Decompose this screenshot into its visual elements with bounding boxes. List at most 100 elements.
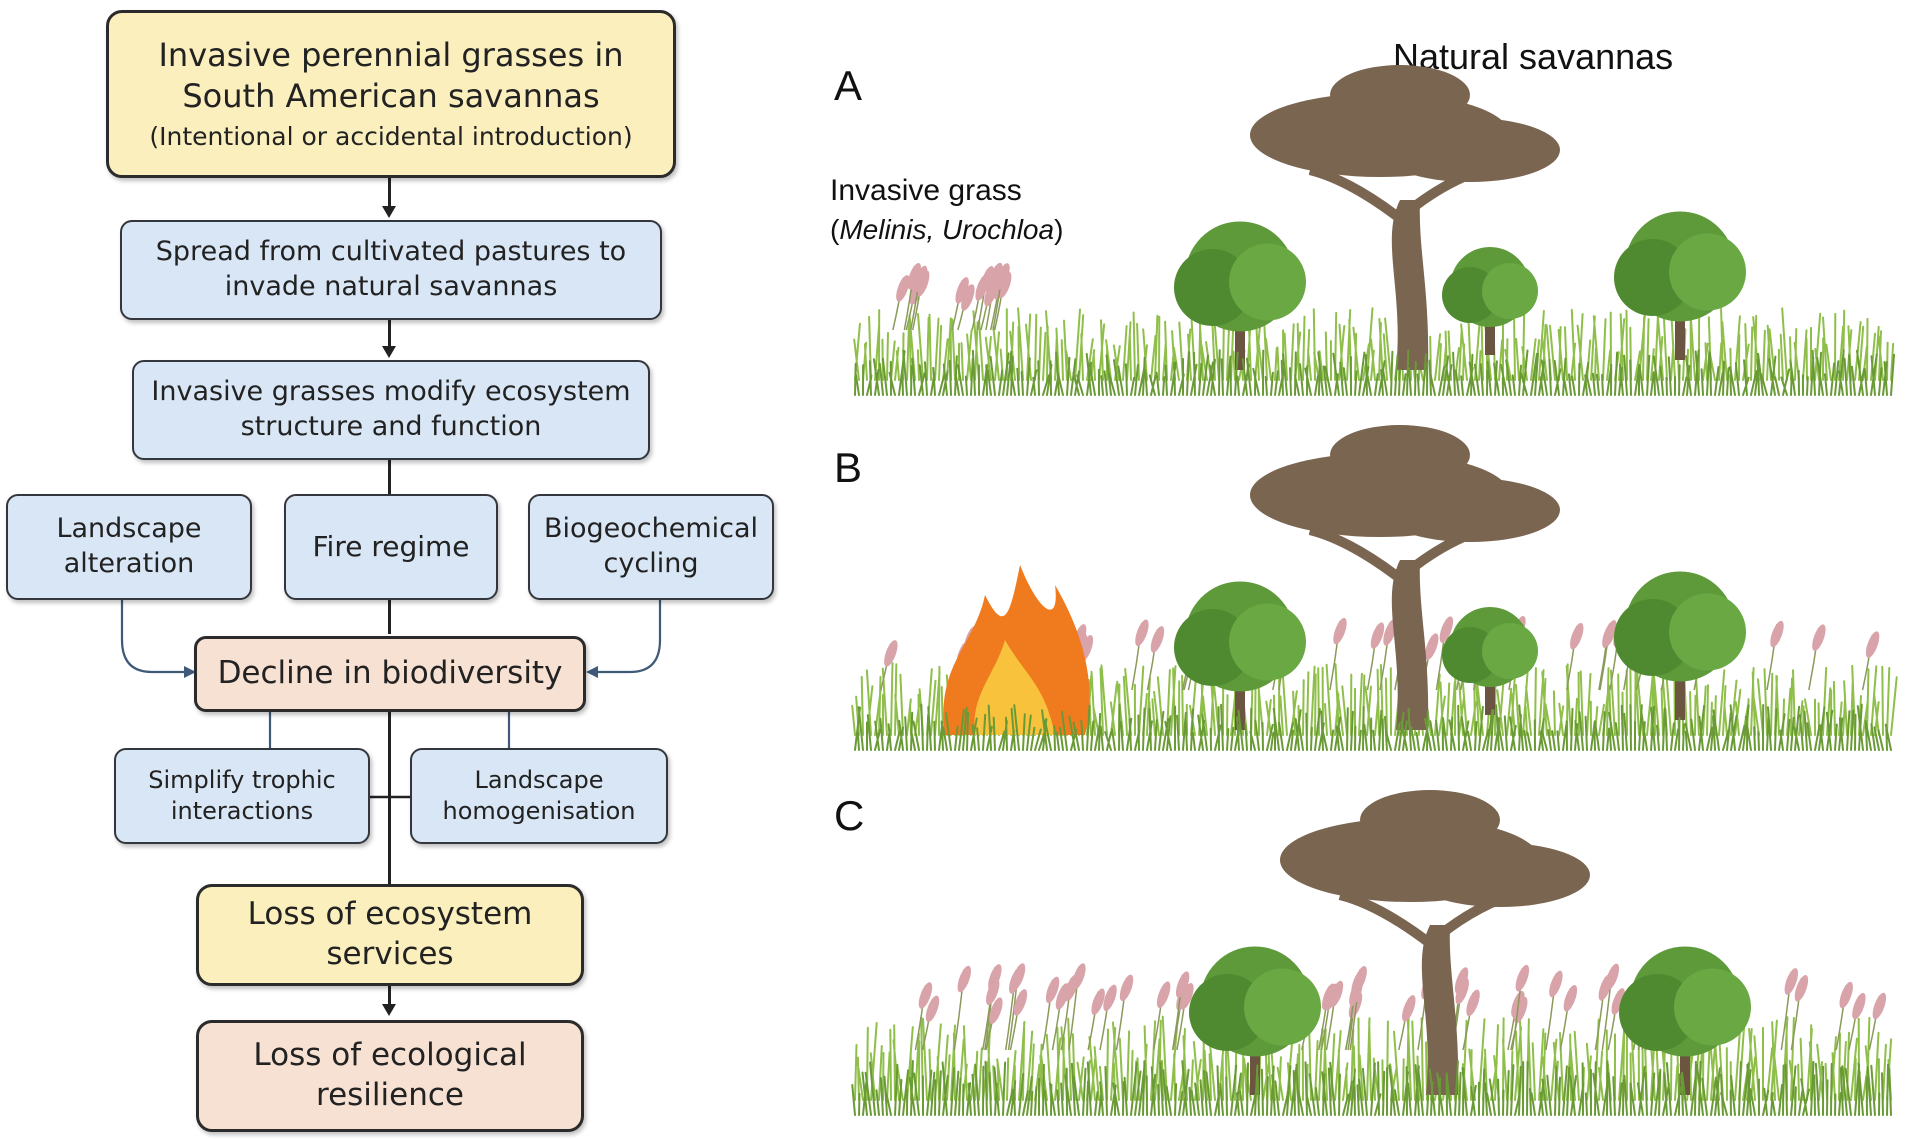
invasive-plume-a [907, 263, 922, 290]
homogenisation-line2: homogenisation [442, 797, 636, 825]
landscape-alteration-line2: alteration [63, 548, 195, 579]
invasive-plume-b [1865, 631, 1880, 658]
acacia-tree-b-canopy [1380, 478, 1560, 542]
invasive-plume-c [1045, 976, 1060, 1004]
acacia-tree-c-canopy [1410, 843, 1590, 907]
decline-label: Decline in biodiversity [217, 655, 563, 692]
decline-box: Decline in biodiversity [194, 636, 586, 712]
loss-resilience-box: Loss of ecological resilience [196, 1020, 584, 1132]
spread-box: Spread from cultivated pastures to invad… [120, 220, 662, 320]
arrowhead [382, 346, 396, 358]
acacia-tree-a-canopy [1380, 118, 1560, 182]
invasive-plume-b [1370, 622, 1385, 649]
biogeochemical-line2: cycling [603, 548, 699, 579]
invasive-plume-b [1570, 622, 1584, 650]
landscape-alteration-line1: Landscape [56, 513, 202, 545]
flowchart: Invasive perennial grasses in South Amer… [0, 0, 800, 1139]
acacia-tree-c-branch [1338, 890, 1436, 949]
invasive-plume-c [918, 982, 933, 1009]
spread-line2: invade natural savannas [224, 271, 558, 302]
small-tree-a3-canopy [1669, 233, 1746, 311]
grass-a-front [854, 349, 1895, 396]
invasive-plume-b [884, 640, 898, 667]
invasive-plume-a [913, 265, 928, 293]
invasive-species-label: (Melinis, Urochloa) [830, 214, 1063, 246]
invasive-plume-c [1008, 967, 1023, 994]
simplify-line2: interactions [170, 797, 314, 825]
grass-b-front [854, 703, 1892, 751]
small-tree-a2-canopy [1482, 263, 1538, 319]
invasive-plume-c [1455, 977, 1469, 1005]
invasive-plume-c [1794, 974, 1809, 1002]
biogeochemical-box: Biogeochemical cycling [528, 494, 774, 600]
spread-line1: Spread from cultivated pastures to [155, 236, 627, 268]
panel-b-label: B [834, 444, 863, 491]
fire-regime-label: Fire regime [312, 530, 470, 564]
biogeochemical-line1: Biogeochemical [543, 513, 759, 545]
invasive-species-open: ( [830, 214, 840, 245]
invasive-plume-c [1563, 985, 1578, 1012]
invasive-species-close: ) [1054, 214, 1064, 245]
small-tree-b1-canopy [1229, 603, 1306, 681]
invasive-plume-c [1402, 995, 1416, 1022]
homogenisation-box: Landscape homogenisation [410, 748, 668, 844]
acacia-tree-b-branch [1308, 525, 1406, 584]
small-tree-c2-canopy [1674, 968, 1751, 1046]
invasive-plume-c [1072, 963, 1086, 990]
invasive-plume-a [984, 279, 998, 307]
grass-a [853, 307, 1895, 381]
introduction-line3: (Intentional or accidental introduction) [149, 121, 633, 151]
acacia-tree-a-trunk [1391, 200, 1429, 370]
loss-resilience-line2: resilience [316, 1077, 464, 1113]
invasive-plume-b [1603, 620, 1617, 647]
invasive-plume-c [986, 978, 1000, 1006]
invasive-plume-a [975, 274, 989, 301]
acacia-tree-a-branch [1308, 165, 1406, 224]
invasive-plume-c [989, 997, 1003, 1024]
small-tree-c1-canopy [1244, 968, 1321, 1046]
simplify-line1: Simplify trophic [148, 766, 336, 795]
invasive-plume-c [1175, 971, 1190, 998]
invasive-species-names: Melinis, Urochloa [839, 214, 1055, 245]
invasive-plume-c [1103, 984, 1117, 1012]
invasive-plume-c [1329, 980, 1344, 1008]
invasive-plume-c [1611, 988, 1625, 1015]
savanna-scenes [851, 65, 1898, 1116]
invasive-plume-c [1091, 988, 1105, 1015]
invasive-plume-c [1852, 992, 1866, 1020]
connector-spread-modify [388, 318, 391, 348]
invasive-plume-c [1605, 963, 1620, 991]
invasive-plume-c [1872, 992, 1887, 1020]
savanna-illustration: Natural savannas A B C Invasive grass (M… [800, 0, 1908, 1139]
landscape-alteration-box: Landscape alteration [6, 494, 252, 600]
connector-side-arrows [120, 600, 662, 799]
invasive-plume-c [1466, 989, 1480, 1017]
connector-services-resilience [388, 986, 391, 1006]
invasive-plume-b [1770, 620, 1784, 648]
invasive-plume-c [1013, 989, 1028, 1016]
panel-a-label: A [834, 62, 863, 109]
invasive-plume-b [1425, 633, 1439, 660]
invasive-plume-c [1515, 964, 1530, 992]
invasive-plume-c [1784, 968, 1799, 995]
acacia-tree-a-canopy [1330, 65, 1470, 125]
panel-c-label: C [834, 792, 865, 839]
illustration-title: Natural savannas [1393, 36, 1674, 77]
introduction-line2: South American savannas [182, 77, 600, 115]
fire-b-core [974, 640, 1055, 735]
invasive-plume-c [1349, 979, 1363, 1007]
invasive-plume-c [1119, 974, 1134, 1002]
invasive-plume-c [1839, 981, 1853, 1009]
grass-c-front [851, 1060, 1892, 1116]
acacia-tree-c-canopy [1360, 790, 1500, 850]
invasive-plume-b [1333, 617, 1347, 645]
modify-box: Invasive grasses modify ecosystem struct… [132, 360, 650, 460]
acacia-tree-b-trunk [1391, 560, 1429, 730]
simplify-box: Simplify trophic interactions [114, 748, 370, 844]
acacia-tree-c-trunk [1421, 925, 1459, 1095]
invasive-plume-a [998, 271, 1012, 299]
connector-decline-services [388, 712, 391, 884]
invasive-plume-a [896, 275, 910, 302]
invasive-plume-c [957, 965, 972, 993]
invasive-plume-b [1812, 624, 1826, 651]
